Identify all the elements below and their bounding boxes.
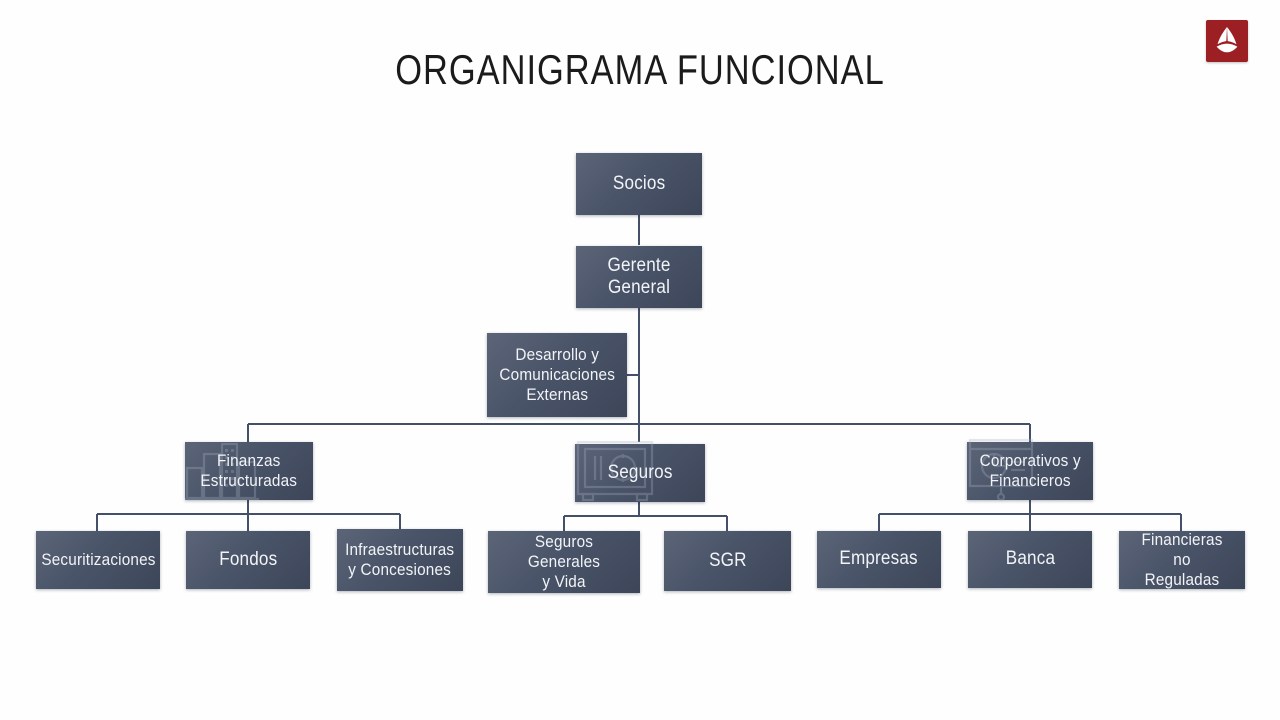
org-node-infraestructuras-concesiones[interactable]: Infraestructuras y Concesiones — [337, 529, 463, 591]
org-node-gerente-general[interactable]: Gerente General — [576, 246, 702, 308]
org-node-empresas[interactable]: Empresas — [817, 531, 941, 588]
org-node-fondos[interactable]: Fondos — [186, 531, 310, 589]
brand-logo — [1206, 20, 1248, 62]
org-node-label: Securitizaciones — [40, 550, 156, 570]
logo-triangle-icon — [1216, 27, 1238, 53]
org-node-label: Finanzas Estructuradas — [200, 451, 298, 490]
org-node-socios[interactable]: Socios — [576, 153, 702, 215]
page-title: ORGANIGRAMA FUNCIONAL — [395, 46, 885, 93]
org-node-securitizaciones[interactable]: Securitizaciones — [36, 531, 160, 589]
org-node-financieras-no-reguladas[interactable]: Financieras no Reguladas — [1119, 530, 1245, 589]
org-node-label: Banca — [1005, 548, 1055, 570]
org-node-finanzas-estructuradas[interactable]: Finanzas Estructuradas — [185, 442, 313, 501]
org-node-label: Seguros Generales y Vida — [527, 532, 601, 591]
org-node-seguros-generales-vida[interactable]: Seguros Generales y Vida — [488, 531, 640, 593]
org-node-desarrollo-comunicaciones-externas[interactable]: Desarrollo y Comunicaciones Externas — [487, 333, 627, 417]
org-node-label: Gerente General — [607, 254, 671, 298]
org-node-label: Corporativos y Financieros — [979, 451, 1081, 490]
org-node-label: SGR — [708, 549, 747, 571]
org-node-banca[interactable]: Banca — [968, 531, 1092, 588]
org-node-label: Empresas — [839, 548, 919, 570]
org-node-label: Financieras no Reguladas — [1141, 530, 1223, 589]
org-node-label: Fondos — [218, 548, 278, 570]
org-node-label: Infraestructuras y Concesiones — [345, 540, 455, 579]
org-node-seguros[interactable]: Seguros — [575, 440, 705, 502]
org-node-label: Seguros — [607, 461, 673, 483]
org-node-label: Socios — [612, 172, 666, 194]
org-node-sgr[interactable]: SGR — [664, 531, 791, 591]
org-node-corporativos-financieros[interactable]: Corporativos y Financieros — [967, 438, 1093, 502]
org-node-label: Desarrollo y Comunicaciones Externas — [499, 345, 615, 404]
